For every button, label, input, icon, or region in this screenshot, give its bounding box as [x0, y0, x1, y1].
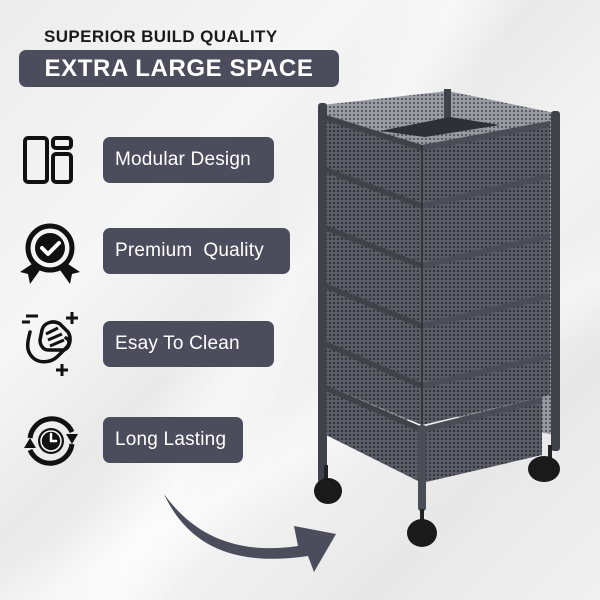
feature-label: Long Lasting — [115, 429, 227, 450]
wheel-front — [407, 509, 437, 547]
basket-tier-3 — [326, 225, 550, 323]
cleaning-hand-icon — [22, 312, 78, 376]
feature-label: Modular Design — [115, 149, 251, 170]
wheel-left — [314, 465, 342, 504]
product-storage-cart-image — [314, 89, 560, 547]
feature-pill-premium-quality: Premium Quality — [103, 228, 290, 274]
basket-tier-1 — [326, 115, 550, 203]
basket-tier-4 — [326, 283, 550, 383]
banner-title: EXTRA LARGE SPACE — [44, 54, 314, 82]
feature-label: Premium Quality — [115, 240, 264, 261]
feature-pill-easy-to-clean: Esay To Clean — [103, 321, 274, 367]
feature-pill-long-lasting: Long Lasting — [103, 417, 243, 463]
right-post — [551, 111, 560, 451]
wheel-right — [528, 445, 560, 482]
curved-arrow-icon — [164, 494, 336, 572]
feature-pill-modular-design: Modular Design — [103, 137, 274, 183]
left-post — [318, 103, 327, 483]
durability-clock-icon — [24, 416, 78, 466]
quality-badge-icon — [20, 223, 80, 284]
front-post — [418, 425, 426, 511]
title-banner: EXTRA LARGE SPACE — [19, 50, 339, 87]
feature-label: Esay To Clean — [115, 333, 240, 354]
basket-tier-5 — [326, 341, 550, 425]
basket-tier-6 — [326, 385, 542, 483]
modular-layout-icon — [23, 136, 73, 184]
basket-tier-2 — [326, 167, 550, 263]
subtitle-heading: SUPERIOR BUILD QUALITY — [44, 27, 278, 46]
